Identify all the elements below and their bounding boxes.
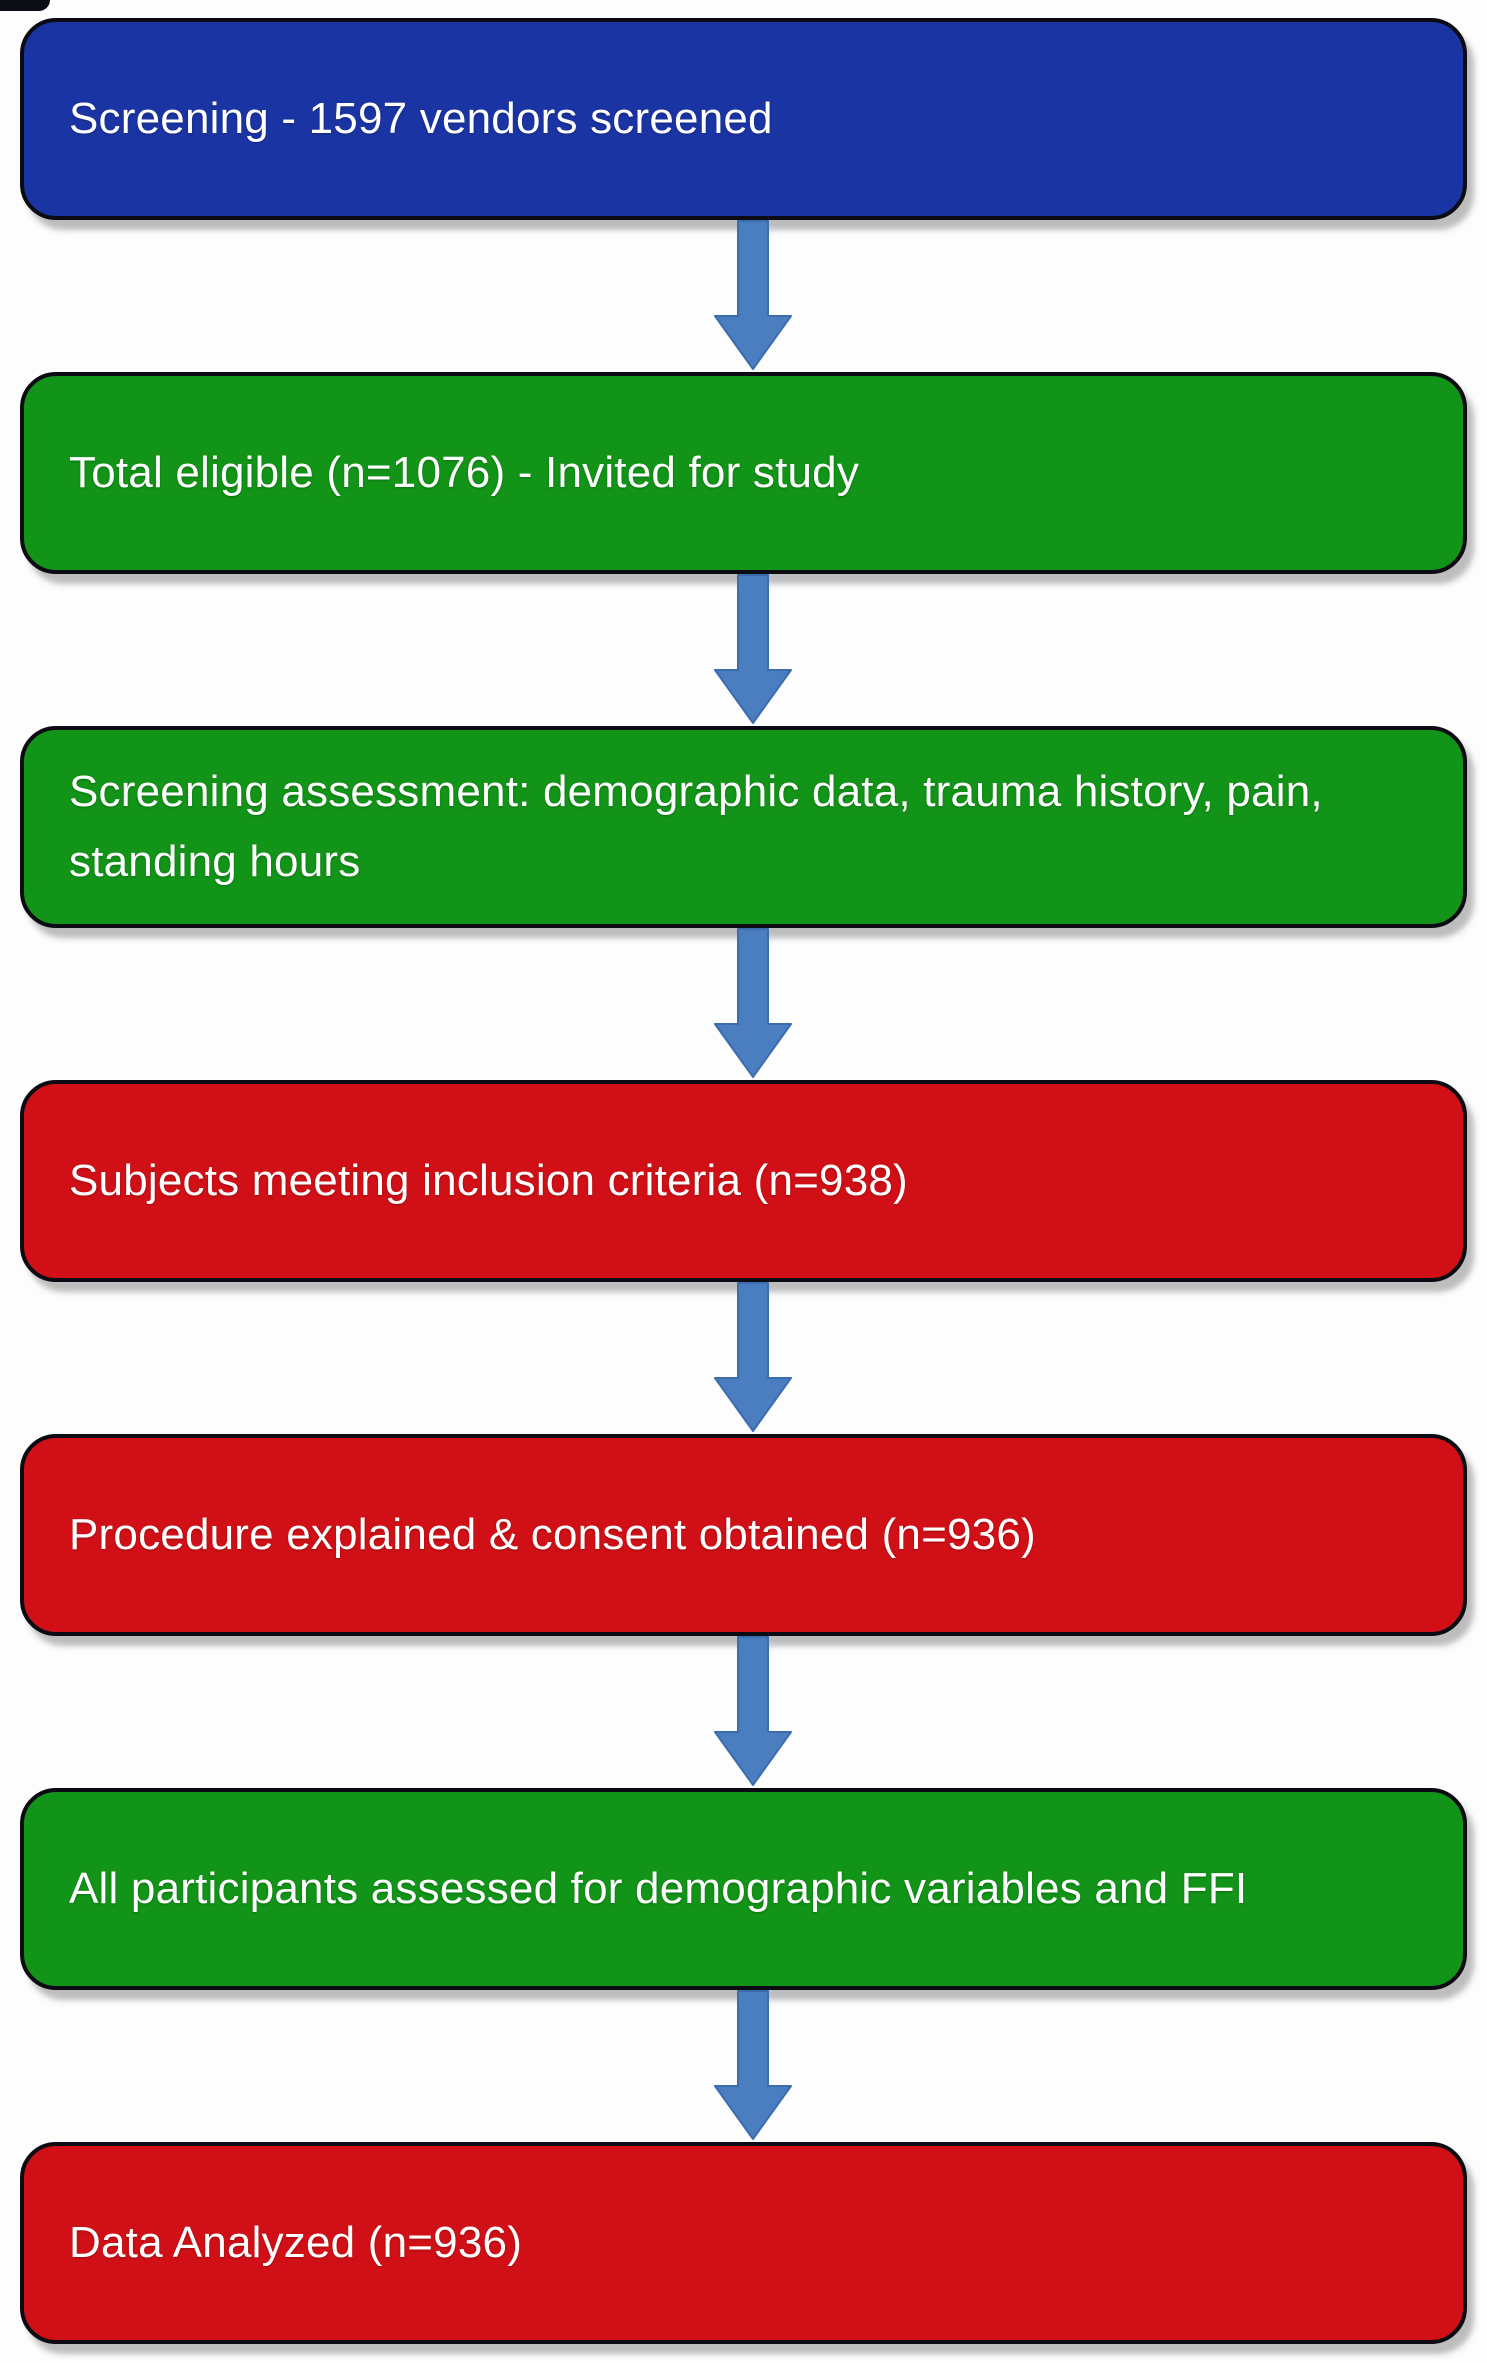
flow-step-label: All participants assessed for demographi… bbox=[69, 1863, 1248, 1913]
arrow-down-icon bbox=[29, 220, 1476, 372]
arrow-down-icon bbox=[29, 1990, 1476, 2142]
arrow-down-icon bbox=[29, 928, 1476, 1080]
flow-step-screening-assessment: Screening assessment: demographic data, … bbox=[20, 726, 1467, 928]
flow-step-data-analyzed: Data Analyzed (n=936) bbox=[20, 2142, 1467, 2344]
flow-step-total-eligible: Total eligible (n=1076) - Invited for st… bbox=[20, 372, 1467, 574]
flow-step-label: Data Analyzed (n=936) bbox=[69, 2217, 523, 2267]
flow-step-demographic-ffi-assessment: All participants assessed for demographi… bbox=[20, 1788, 1467, 1990]
flow-step-label: Screening assessment: demographic data, … bbox=[69, 766, 1323, 886]
flow-step-label: Subjects meeting inclusion criteria (n=9… bbox=[69, 1155, 908, 1205]
crop-artifact-mark bbox=[0, 0, 50, 11]
flow-step-consent-obtained: Procedure explained & consent obtained (… bbox=[20, 1434, 1467, 1636]
arrow-down-icon bbox=[29, 574, 1476, 726]
arrow-down-icon bbox=[29, 1636, 1476, 1788]
arrow-down-icon bbox=[29, 1282, 1476, 1434]
flow-step-label: Total eligible (n=1076) - Invited for st… bbox=[69, 447, 860, 497]
flow-step-label: Screening - 1597 vendors screened bbox=[69, 93, 773, 143]
flow-step-label: Procedure explained & consent obtained (… bbox=[69, 1509, 1036, 1559]
flow-step-screening: Screening - 1597 vendors screened bbox=[20, 18, 1467, 220]
flow-step-inclusion-criteria: Subjects meeting inclusion criteria (n=9… bbox=[20, 1080, 1467, 1282]
